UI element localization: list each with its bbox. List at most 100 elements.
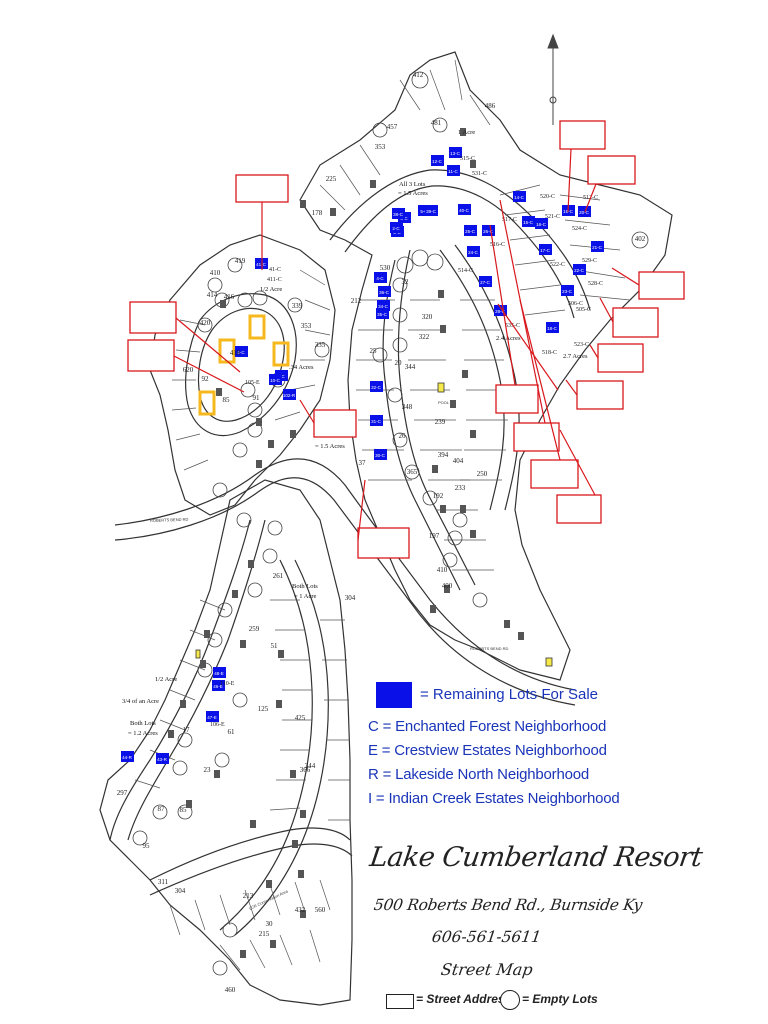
address-label: 620 (183, 366, 194, 374)
address-label: 353 (375, 143, 386, 151)
svg-text:ROBERTS BEND RD: ROBERTS BEND RD (150, 517, 189, 523)
sale-lot-11-c (447, 165, 460, 176)
lot-label: 523-C (574, 342, 589, 348)
sale-lot-label: 15-C (523, 220, 534, 225)
sale-swatch (376, 682, 412, 708)
address-label: 61 (228, 728, 236, 736)
sale-lot-label: 26-C (483, 229, 494, 234)
lot-label: 41-C (269, 267, 281, 273)
sale-lot-10-c (269, 374, 282, 385)
address-label: 233 (455, 484, 466, 492)
address-label: 178 (312, 209, 323, 217)
sale-lot-28-c (494, 305, 507, 316)
southwest-outline (99, 479, 353, 1006)
sale-lot-label: 14-C (514, 195, 525, 200)
lot-label: 522-C (550, 262, 565, 268)
sale-lot-46-e (212, 680, 225, 691)
sale-lot-label: 20-C (579, 210, 590, 215)
address-label: 320 (422, 313, 433, 321)
road-ne-5 (439, 249, 505, 511)
address-label: 414 (207, 291, 218, 299)
legend-remaining: = Remaining Lots For Sale (420, 686, 599, 703)
road-ne-1 (329, 169, 591, 311)
callout-box-5 (559, 120, 606, 150)
sale-lot-label: 17-C (540, 248, 551, 253)
address-label: 20 (395, 359, 403, 367)
sale-lot-label: 31-C (371, 419, 382, 424)
address-label: 460 (225, 986, 236, 994)
sale-lot-21-c (591, 241, 604, 252)
lot-label: 520-C (540, 194, 555, 200)
callout-boxes (127, 120, 685, 559)
sw-road-1 (109, 519, 251, 841)
yellow-marker (195, 649, 201, 659)
sale-lot-label: 102-R (283, 393, 296, 398)
address-label: 486 (485, 102, 496, 110)
sale-lot-label: 23-C (562, 289, 573, 294)
west-inner-road-2 (197, 307, 285, 422)
annotation-34-acres: .34 Acres (289, 364, 314, 371)
roberts-bend-road-2 (114, 477, 576, 706)
callout-box-11 (495, 384, 539, 414)
sale-lot-label: 28-C (495, 309, 506, 314)
address-label: 213 (243, 892, 254, 900)
address-label: 432 (295, 906, 306, 914)
sale-lot-47-e (206, 711, 219, 722)
road-ne-4 (397, 249, 476, 586)
sale-lot-label: 2-C (392, 226, 400, 231)
sale-lot-markers: 41-C5-C6-C8-C9-C10-C3-C2-C4-C32-C31-C30-… (121, 147, 604, 764)
callout-box-15 (357, 527, 410, 559)
sale-lot-102-r (283, 389, 296, 400)
address-label: 402 (635, 235, 646, 243)
sale-lot-label: 44-R (122, 755, 133, 760)
address-label: 212 (351, 297, 362, 305)
callout-box-13 (530, 459, 579, 489)
address-label: 215 (259, 930, 270, 938)
sale-lot-label: 46-E (213, 684, 223, 689)
sale-lot-15-c (522, 216, 535, 227)
lot-label: 106-E (210, 722, 225, 728)
highlighted-lots (198, 314, 290, 416)
lot-label: 524-C (572, 226, 587, 232)
lot-label: 506-C (568, 301, 583, 307)
sale-lot-18-c (546, 322, 559, 333)
lot-label: 514-C (458, 268, 473, 274)
pool-marker (437, 382, 445, 393)
sale-lot-48-e (213, 667, 226, 678)
sale-lot-label: 21-C (592, 245, 603, 250)
svg-text:LCR Conservation Area: LCR Conservation Area (248, 888, 289, 911)
lot-label: 105-E (245, 380, 260, 386)
sale-lot-30-c (374, 449, 387, 460)
sale-lot-label: 30-C (375, 453, 386, 458)
address-label: 418 (230, 349, 241, 357)
lot-label: 531-C (472, 171, 487, 177)
lot-label: 518-C (542, 350, 557, 356)
sale-lot-43-r (156, 753, 169, 764)
lot-label: 516-C (490, 242, 505, 248)
road-ne-2 (344, 185, 575, 319)
address-label: 92 (202, 375, 210, 383)
lot-label: 515-C (460, 156, 475, 162)
annotation-15-acres: = 1.5 Acres (315, 443, 345, 450)
sale-lot-44-r (121, 751, 134, 762)
address-label: 30 (266, 920, 274, 928)
address-label: 85 (180, 806, 188, 814)
legend-item-c: C = Enchanted Forest Neighborhood (368, 718, 607, 735)
address-label: 297 (117, 789, 128, 797)
sale-lot-label: 35-C (377, 312, 388, 317)
sale-lot-5-c (418, 205, 431, 216)
annotation-half-acre-left: 1/2 Acre (155, 676, 177, 683)
address-label: 304 (175, 887, 186, 895)
lot-label: 411-C (267, 277, 282, 283)
resort-address: 500 Roberts Bend Rd., Burnside Ky (372, 896, 644, 914)
sale-lot-label: 34-C (378, 304, 389, 309)
sale-lot-31-c (370, 415, 383, 426)
callout-box-9 (597, 343, 644, 373)
address-label: 85 (223, 396, 231, 404)
pool-label: POOL (438, 400, 450, 405)
street-address-key-icon (386, 994, 414, 1009)
callout-pointers (173, 148, 640, 541)
address-label: 91 (253, 394, 261, 402)
sale-lot-38-c (392, 208, 405, 219)
